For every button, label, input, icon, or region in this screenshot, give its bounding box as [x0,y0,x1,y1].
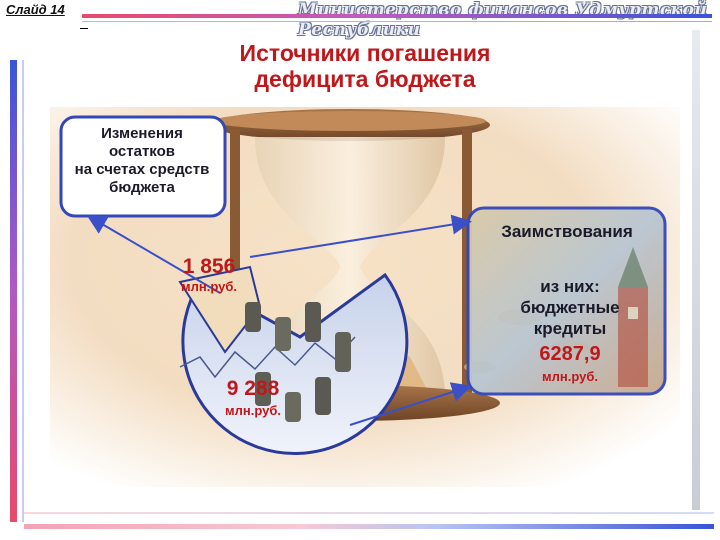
top-thin-line [82,21,712,22]
balances-box-frame [59,115,227,218]
pie-main-unit: млн.руб. [225,403,281,418]
balances-unit: млн.руб. [181,279,237,294]
kremlin-tower-decoration [618,247,648,387]
pie-main-value: 9 288 [226,377,280,400]
left-thin-line [22,60,24,522]
borrowings-heading: Заимствования [501,222,633,241]
borrowings-line-1: из них: [540,277,600,296]
balances-line-2: остатков [108,143,176,160]
balances-line-1: Изменения [101,125,183,142]
borrowings-unit: млн.руб. [542,369,598,384]
borrowings-line-3: кредиты [533,319,607,338]
left-gradient-bar [10,60,17,522]
title-line-2: дефицита бюджета [254,66,476,92]
balances-line-4: бюджета [109,179,175,196]
pie-chart [178,265,409,455]
arrow-to-borrowings-top [249,214,472,258]
slide-label-dash [80,28,88,29]
ministry-title: Министерство финансов Удмуртской Республ… [298,0,708,40]
balances-text: Изменения остатков на счетах средств бюд… [60,125,224,197]
borrowings-line-2: бюджетные [520,298,620,317]
bottom-thin-line [24,512,714,514]
hourglass-illustration [50,107,680,487]
borrowings-subtext: из них: бюджетные кредиты [490,276,650,339]
arrow-to-borrowings-bottom [349,382,472,426]
title-line-1: Источники погашения [239,40,491,66]
balances-value: 1 856 [182,255,236,278]
borrowings-box-frame [466,206,667,396]
balances-line-3: на счетах средств [74,161,210,178]
bottom-gradient-bar [24,524,714,529]
arrow-to-balances [86,214,221,294]
borrowings-value: 6287,9 [539,343,601,365]
slide-label: Слайд 14 [6,2,65,17]
top-gradient-bar [82,14,712,18]
right-frame-bar [692,30,700,510]
slide-title: Источники погашения дефицита бюджета [180,40,550,92]
